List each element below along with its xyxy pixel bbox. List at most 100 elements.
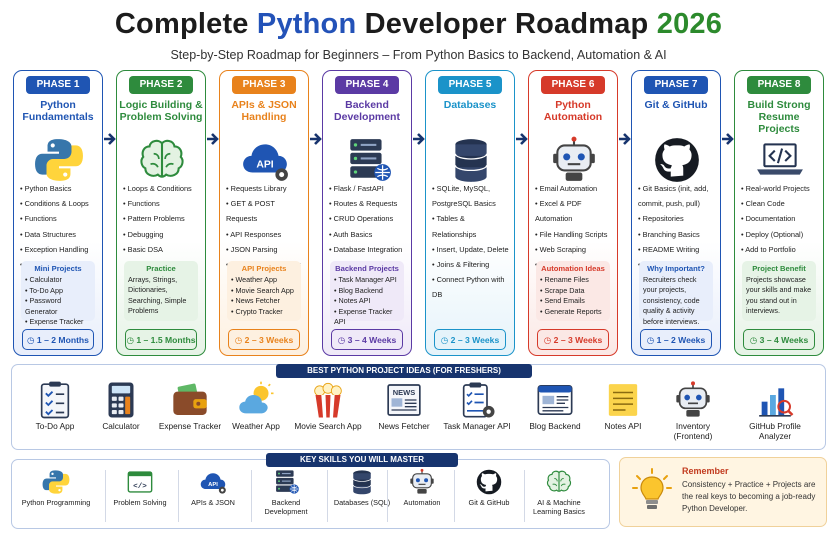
skill-item: Python Programming [20, 468, 92, 507]
project-item: Notes API [586, 380, 660, 431]
phase-title: Python Fundamentals [22, 99, 94, 123]
project-label: Expense Tracker [158, 421, 222, 431]
subbox-item: Expense Tracker API [334, 307, 400, 328]
project-item: Movie Search App [291, 380, 365, 431]
phase-topics: Git Basics (init, add, commit, push, pul… [638, 181, 717, 272]
subbox-title: Backend Projects [335, 264, 399, 273]
subbox-item: Password Generator [25, 296, 91, 317]
skill-label: Backend Development [264, 498, 308, 516]
phase-topics: Real-world ProjectsClean CodeDocumentati… [741, 181, 820, 257]
project-label: News Fetcher [378, 421, 430, 431]
phase-badge: PHASE 2 [129, 76, 193, 94]
topic-item: Routes & Requests [329, 196, 408, 211]
checklist-icon [35, 380, 75, 420]
remember-heading: Remember [682, 466, 729, 476]
server-icon [272, 468, 300, 496]
subbox-text: Arrays, Strings, Dictionaries, Searching… [128, 275, 187, 316]
phase-badge: PHASE 5 [438, 76, 502, 94]
topic-item: Auth Basics [329, 227, 408, 242]
subbox-item: Notes API [334, 296, 400, 307]
skill-divider [178, 470, 179, 522]
subbox-item: Crypto Tracker [231, 307, 297, 318]
phase-duration: 1 – 1.5 Months [125, 329, 197, 350]
subbox-item: Send Emails [540, 296, 606, 307]
brain-icon [545, 468, 573, 496]
subbox-text: Recruiters check your projects, consiste… [643, 275, 700, 326]
phase-topics: Loops & ConditionsFunctionsPattern Probl… [123, 181, 202, 257]
phase-duration: 2 – 3 Weeks [228, 329, 300, 350]
phase-badge: PHASE 8 [747, 76, 811, 94]
project-item: Inventory (Frontend) [656, 380, 730, 441]
subbox-item: Expense Tracker [25, 317, 91, 328]
remember-note: Remember Consistency + Practice + Projec… [619, 457, 827, 527]
topic-item: Add to Portfolio [741, 242, 820, 257]
topic-item: Git Basics (init, add, commit, push, pul… [638, 181, 717, 211]
topic-item: Database Integration [329, 242, 408, 257]
phase-card: PHASE 5DatabasesSQLite, MySQL, PostgreSQ… [425, 70, 515, 356]
subbox-title: Automation Ideas [541, 264, 605, 273]
skill-label: Databases (SQL) [333, 498, 391, 507]
phase-card: PHASE 1 Python FundamentalsPython BasicsC… [13, 70, 103, 356]
topic-item: Joins & Filtering [432, 257, 511, 272]
phase-badge: PHASE 3 [232, 76, 296, 94]
server-icon [343, 135, 393, 183]
popcorn-icon [308, 380, 348, 420]
project-item: Calculator [84, 380, 158, 431]
skill-divider [454, 470, 455, 522]
skill-item: </>Problem Solving [104, 468, 176, 507]
topic-item: Debugging [123, 227, 202, 242]
topic-item: File Handling Scripts [535, 227, 614, 242]
github-icon [475, 468, 503, 496]
subbox-item: To-Do App [25, 286, 91, 297]
phase-badge: PHASE 1 [26, 76, 90, 94]
topic-item: Loops & Conditions [123, 181, 202, 196]
page-subtitle: Step-by-Step Roadmap for Beginners – Fro… [170, 48, 667, 62]
phase-subbox: Why Important?Recruiters check your proj… [639, 261, 713, 326]
subbox-title: Project Benefit [752, 264, 806, 273]
notes-icon [603, 380, 643, 420]
phase-title: Git & GitHub [644, 99, 708, 111]
robot-icon [408, 468, 436, 496]
python-logo-icon [34, 135, 84, 183]
topic-item: Insert, Update, Delete [432, 242, 511, 257]
skill-divider [251, 470, 252, 522]
skill-item: Automation [386, 468, 458, 507]
phase-title: Python Automation [543, 99, 603, 123]
phase-title: Build Strong Resume Projects [747, 99, 811, 135]
topic-item: Exception Handling [20, 242, 99, 257]
topic-item: Functions [123, 196, 202, 211]
phase-duration: 1 – 2 Months [22, 329, 94, 350]
topic-item: Data Structures [20, 227, 99, 242]
project-label: Notes API [604, 421, 642, 431]
database-icon [446, 135, 496, 183]
phase-subbox: Automation IdeasRename FilesScrape DataS… [536, 261, 610, 321]
skill-item: Databases (SQL) [326, 468, 398, 507]
topic-item: Requests Library [226, 181, 305, 196]
subbox-item: Blog Backend [334, 286, 400, 297]
skill-label: Python Programming [21, 498, 91, 507]
arrow-right-icon [103, 132, 117, 146]
subbox-item: Weather App [231, 275, 297, 286]
topic-item: Documentation [741, 211, 820, 226]
subbox-item: Scrape Data [540, 286, 606, 297]
phase-card: PHASE 8 Build Strong Resume ProjectsReal-… [734, 70, 824, 356]
skill-label: Automation [403, 498, 441, 507]
project-item: To-Do App [18, 380, 92, 431]
phase-topics: Python BasicsConditions & LoopsFunctions… [20, 181, 99, 272]
api-cloud-icon: API [240, 135, 290, 183]
phase-topics: SQLite, MySQL, PostgreSQL BasicsTables &… [432, 181, 511, 303]
arrow-right-icon [309, 132, 323, 146]
wallet-icon [170, 380, 210, 420]
topic-item: Python Basics [20, 181, 99, 196]
github-icon [652, 135, 702, 183]
project-label: Calculator [102, 421, 140, 431]
skill-item: Git & GitHub [453, 468, 525, 507]
topic-item: SQLite, MySQL, PostgreSQL Basics [432, 181, 511, 211]
topic-item: Excel & PDF Automation [535, 196, 614, 226]
